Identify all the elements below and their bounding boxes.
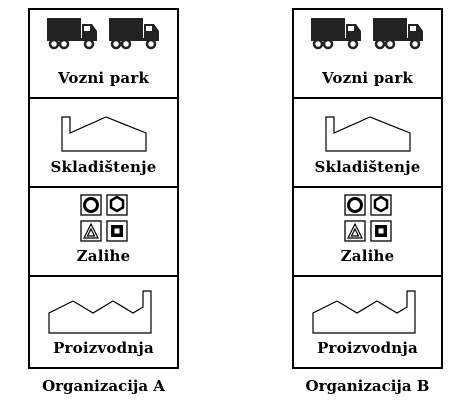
- box-label: Zalihe: [76, 247, 131, 265]
- factory-icon: [311, 290, 416, 334]
- warehouse-icon: [60, 116, 147, 152]
- organization-caption: Organizacija B: [305, 377, 430, 395]
- trucks-icon: [46, 18, 159, 50]
- box-proizvodnja: Proizvodnja: [294, 277, 441, 367]
- box-skladistenje: Skladištenje: [30, 99, 177, 188]
- organization-a-column: Vozni park Skladištenje Zalihe: [28, 8, 179, 395]
- inventory-parts-icon: [79, 194, 128, 242]
- box-label: Proizvodnja: [53, 339, 154, 357]
- box-label: Zalihe: [340, 247, 395, 265]
- box-label: Skladištenje: [50, 158, 157, 176]
- box-zalihe: Zalihe: [30, 188, 177, 277]
- organization-b-stack: Vozni park Skladištenje Zalihe: [292, 8, 443, 369]
- warehouse-icon: [324, 116, 411, 152]
- factory-icon: [47, 290, 152, 334]
- box-label: Vozni park: [321, 69, 414, 87]
- inventory-parts-icon: [343, 194, 392, 242]
- box-label: Proizvodnja: [317, 339, 418, 357]
- box-zalihe: Zalihe: [294, 188, 441, 277]
- organization-a-stack: Vozni park Skladištenje Zalihe: [28, 8, 179, 369]
- box-proizvodnja: Proizvodnja: [30, 277, 177, 367]
- trucks-icon: [310, 18, 423, 50]
- box-vozni-park: Vozni park: [294, 10, 441, 99]
- box-vozni-park: Vozni park: [30, 10, 177, 99]
- organization-caption: Organizacija A: [42, 377, 165, 395]
- box-label: Skladištenje: [314, 158, 421, 176]
- box-label: Vozni park: [57, 69, 150, 87]
- organization-b-column: Vozni park Skladištenje Zalihe: [292, 8, 443, 395]
- box-skladistenje: Skladištenje: [294, 99, 441, 188]
